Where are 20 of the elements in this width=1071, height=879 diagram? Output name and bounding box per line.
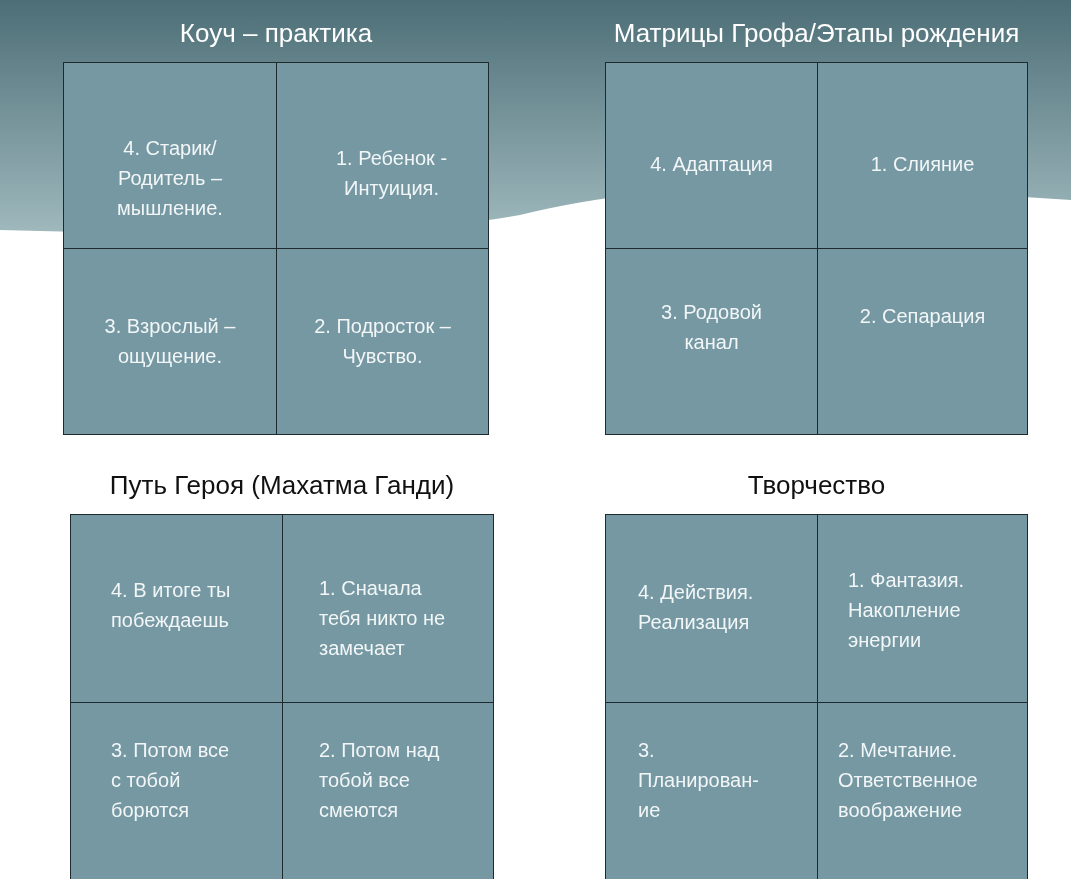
grid-title: Матрицы Грофа/Этапы рождения xyxy=(612,18,1021,49)
quadrant-panel: 4. Адаптация xyxy=(605,62,818,249)
grid-title: Коуч – практика xyxy=(178,18,374,49)
grid-title: Творчество xyxy=(746,470,887,501)
quadrant-panel: 3. Взрослый – ощущение. xyxy=(63,248,277,435)
quadrant-panel: 3. Родовой канал xyxy=(605,248,818,435)
quadrant-panel: 2. Потом над тобой все смеются xyxy=(282,702,494,879)
quadrant-panel: 1. Слияние xyxy=(817,62,1028,249)
quadrant-panel: 4. В итоге ты побеждаешь xyxy=(70,514,283,703)
quadrant-panel: 1. Фантазия. Накопление энергии xyxy=(817,514,1028,703)
quadrant-panel: 3. Потом все с тобой борются xyxy=(70,702,283,879)
quadrant-panel: 1. Ребенок - Интуиция. xyxy=(276,62,489,249)
quadrant-panel: 2. Сепарация xyxy=(817,248,1028,435)
quadrant-panel: 2. Подросток – Чувство. xyxy=(276,248,489,435)
quadrant-panel: 1. Сначала тебя никто не замечает xyxy=(282,514,494,703)
quadrant-panel: 4. Действия. Реализация xyxy=(605,514,818,703)
grid-title: Путь Героя (Махатма Ганди) xyxy=(108,470,456,501)
quadrant-panel: 3. Планирован- ие xyxy=(605,702,818,879)
quadrant-panel: 4. Старик/ Родитель – мышление. xyxy=(63,62,277,249)
quadrant-panel: 2. Мечтание. Ответственное воображение xyxy=(817,702,1028,879)
